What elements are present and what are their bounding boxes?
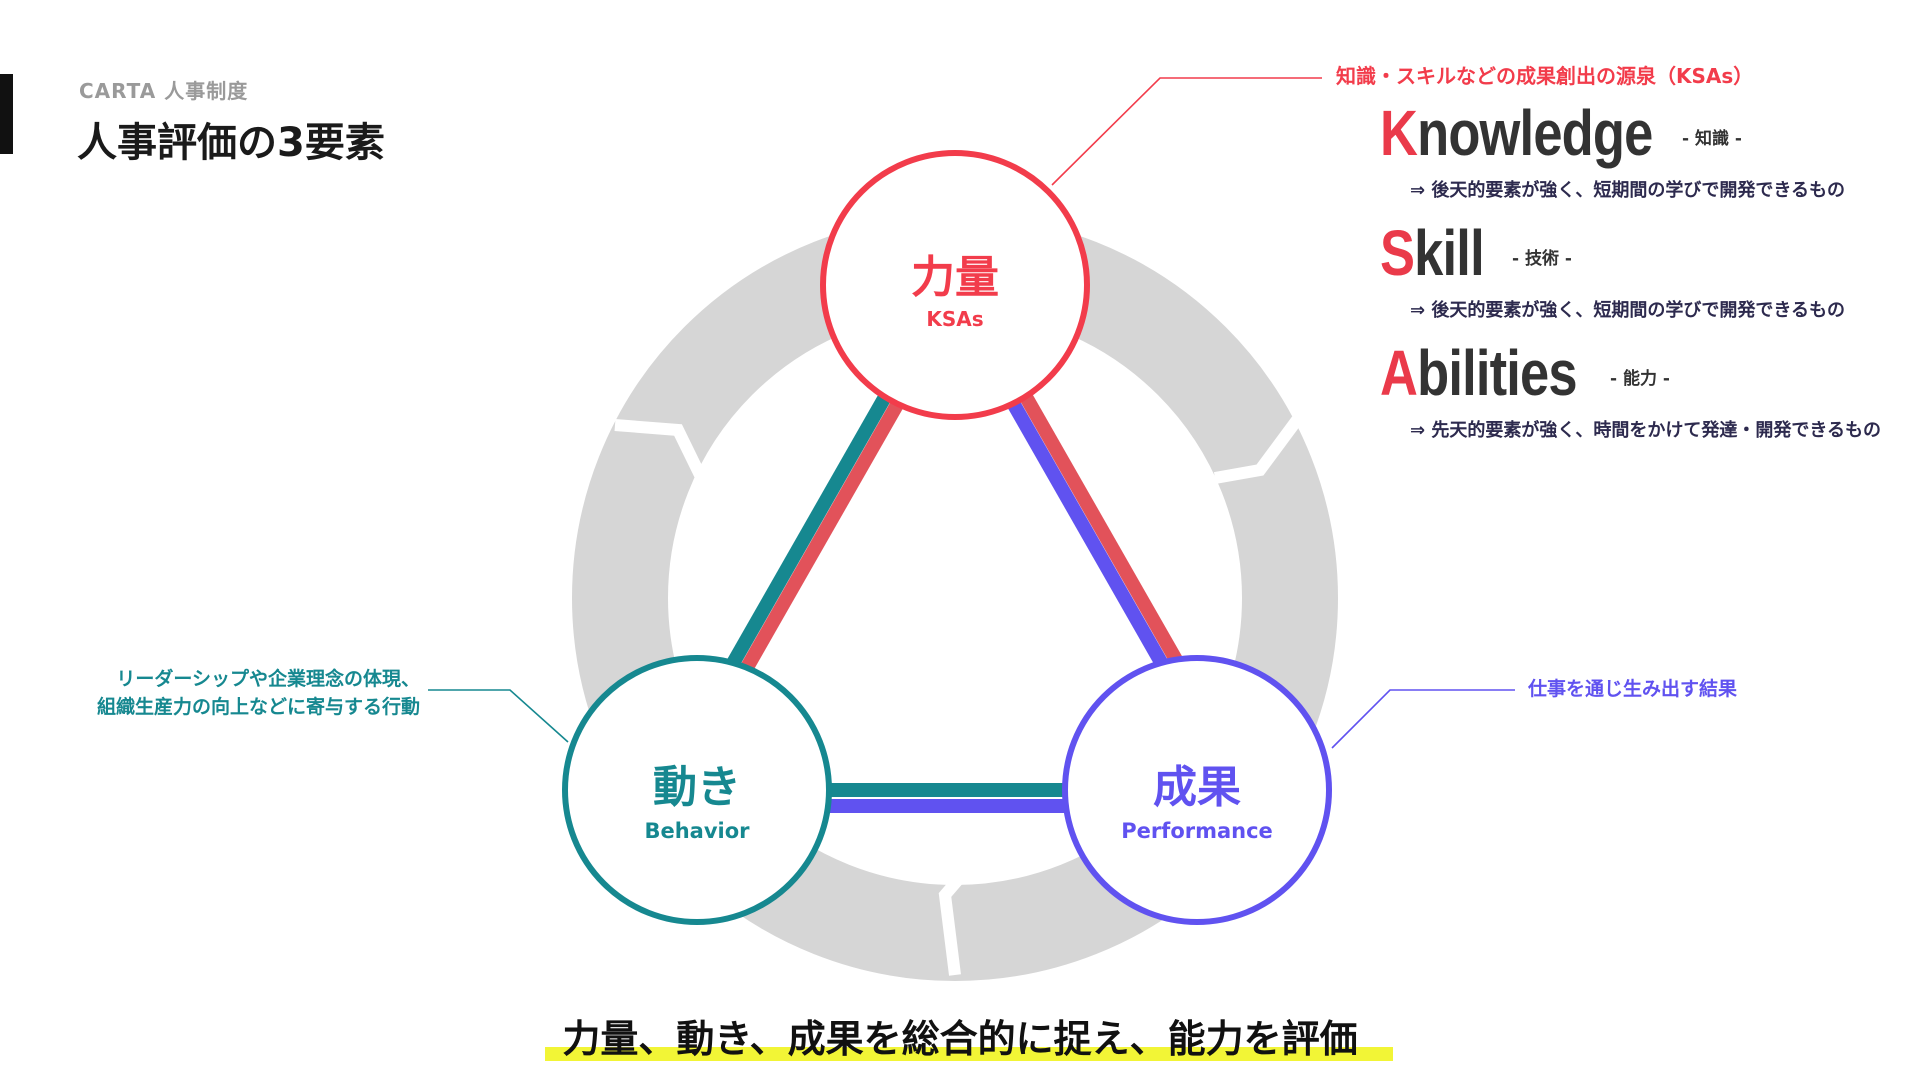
summary-highlight [545, 1047, 1393, 1061]
title-accent-bar [0, 74, 13, 154]
ksa-item-abilities: Abilities - 能力 - ⇒ 先天的要素が強く、時間をかけて発達・開発で… [1380, 336, 1920, 446]
ring-gap-right [1213, 416, 1302, 484]
behavior-title: 動き [653, 762, 741, 813]
skill-label: - 技術 - [1512, 249, 1572, 269]
ksas-title: 力量 [911, 252, 999, 303]
link-ksas-behavior-teal [721, 393, 892, 676]
page-title: 人事評価の3要素 [77, 120, 385, 166]
ksas-callout: 知識・スキルなどの成果創出の源泉（KSAs） [1336, 64, 1754, 88]
behavior-subtitle: Behavior [644, 819, 750, 843]
ring-gap-bottom [938, 856, 980, 976]
ksas-circle [820, 150, 1090, 420]
ksa-item-knowledge: Knowledge - 知識 - ⇒ 後天的要素が強く、短期間の学びで開発できる… [1380, 96, 1900, 206]
link-ksas-performance-purple [1006, 399, 1177, 682]
performance-callout: 仕事を通じ生み出す結果 [1528, 678, 1738, 700]
knowledge-initial: K [1380, 97, 1418, 169]
ksas-node-label: 力量 KSAs [823, 252, 1087, 334]
knowledge-label: - 知識 - [1682, 129, 1742, 149]
performance-title: 成果 [1153, 762, 1241, 813]
skill-desc: ⇒ 後天的要素が強く、短期間の学びで開発できるもの [1410, 300, 1845, 321]
summary-text: 力量、動き、成果を総合的に捉え、能力を評価 [562, 1017, 1358, 1061]
performance-subtitle: Performance [1121, 819, 1273, 843]
link-ksas-performance-red [1019, 393, 1190, 676]
abilities-label: - 能力 - [1610, 369, 1670, 389]
behavior-callout-leader [428, 689, 569, 743]
knowledge-rest: nowledge [1417, 97, 1653, 169]
brand-label: CARTA 人事制度 [79, 79, 249, 103]
abilities-word: Abilities [1380, 336, 1578, 410]
behavior-circle [562, 655, 832, 925]
behavior-callout-line2: 組織生産力の向上などに寄与する行動 [96, 696, 420, 718]
skill-word: Skill [1380, 216, 1485, 290]
behavior-node-label: 動き Behavior [565, 762, 829, 848]
abilities-initial: A [1380, 337, 1418, 409]
knowledge-desc: ⇒ 後天的要素が強く、短期間の学びで開発できるもの [1410, 180, 1845, 201]
abilities-rest: bilities [1417, 337, 1577, 409]
link-ksas-behavior-red [734, 399, 905, 682]
ring-gap-left [614, 419, 706, 478]
ksas-callout-leader [1051, 77, 1322, 186]
skill-rest: kill [1414, 217, 1484, 289]
knowledge-word: Knowledge [1380, 96, 1653, 170]
abilities-desc: ⇒ 先天的要素が強く、時間をかけて発達・開発できるもの [1410, 420, 1881, 441]
performance-callout-leader [1331, 689, 1515, 749]
behavior-callout: リーダーシップや企業理念の体現、 組織生産力の向上などに寄与する行動 [40, 665, 420, 721]
performance-circle [1062, 655, 1332, 925]
ksa-item-skill: Skill - 技術 - ⇒ 後天的要素が強く、短期間の学びで開発できるもの [1380, 216, 1900, 326]
ksas-subtitle: KSAs [926, 307, 984, 331]
performance-node-label: 成果 Performance [1065, 762, 1329, 848]
behavior-callout-line1: リーダーシップや企業理念の体現、 [116, 668, 420, 690]
skill-initial: S [1380, 217, 1415, 289]
